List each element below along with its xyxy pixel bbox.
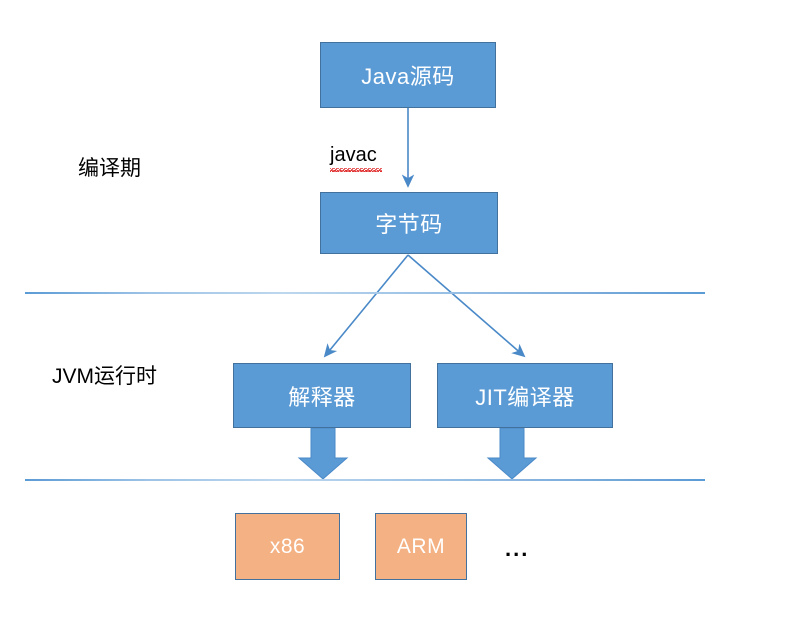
connector-bytecode-to-interpreter <box>323 254 409 358</box>
connector-interpreter-block-arrow <box>297 427 349 480</box>
connector-bytecode-to-jit <box>407 254 526 358</box>
divider-runtime-hardware <box>25 479 705 481</box>
node-arch-x86[interactable]: x86 <box>235 513 340 580</box>
stage-label-jvm-runtime: JVM运行时 <box>52 365 157 388</box>
node-bytecode[interactable]: 字节码 <box>320 192 498 254</box>
edge-label-javac-text: javac <box>330 144 377 166</box>
spellcheck-squiggle-icon <box>330 168 382 172</box>
connector-jit-block-arrow <box>486 427 538 480</box>
node-arch-arm[interactable]: ARM <box>375 513 467 580</box>
edge-label-javac: javac <box>330 144 382 172</box>
stage-label-compile-time: 编译期 <box>78 157 141 180</box>
node-interpreter[interactable]: 解释器 <box>233 363 411 428</box>
node-java-source[interactable]: Java源码 <box>320 42 496 108</box>
more-architectures-ellipsis: ... <box>505 536 530 561</box>
divider-compile-runtime <box>25 292 705 294</box>
node-jit-compiler[interactable]: JIT编译器 <box>437 363 613 428</box>
